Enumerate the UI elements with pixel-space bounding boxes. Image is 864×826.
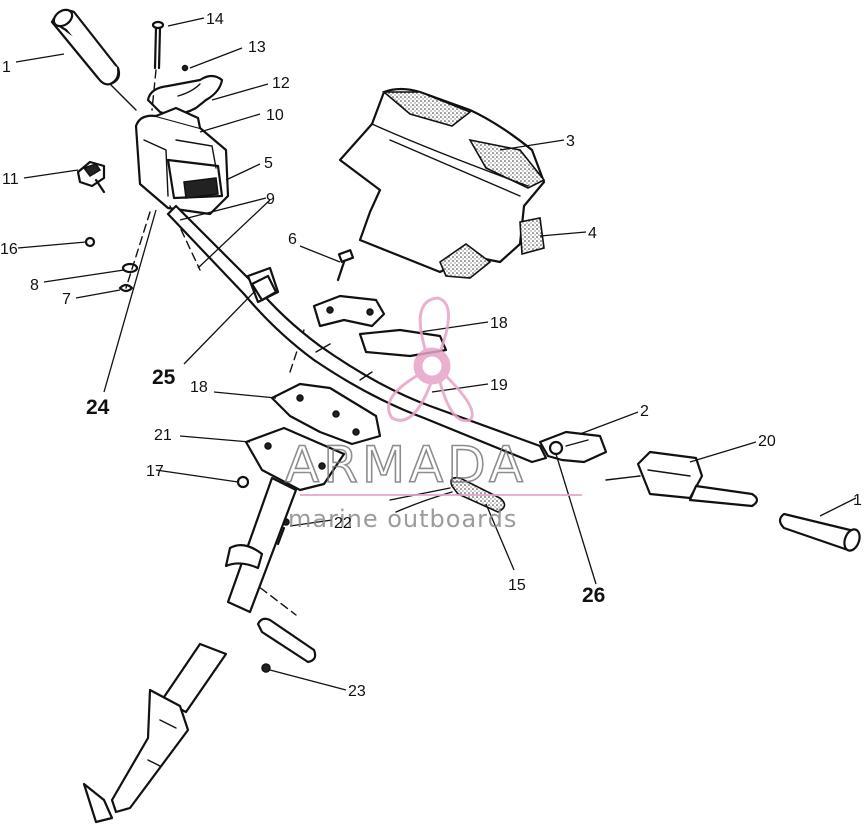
callout-13: 13 (248, 39, 266, 56)
callout-16: 16 (0, 241, 18, 258)
callout-1-left: 1 (2, 59, 11, 76)
callout-8: 8 (30, 277, 39, 294)
part-21-mounting-plate (244, 426, 346, 492)
part-2-end-fitting (538, 430, 608, 464)
part-1-right-grip (778, 512, 861, 552)
part-18-upper-bracket (312, 294, 448, 358)
callout-20: 20 (758, 433, 776, 450)
callout-17: 17 (146, 463, 164, 480)
part-13-washer (181, 64, 189, 72)
callout-3: 3 (566, 133, 575, 150)
part-6-bolt (336, 249, 355, 282)
callout-15: 15 (508, 577, 526, 594)
part-17-nut (236, 475, 250, 489)
part-19-tiller-tube (166, 204, 548, 464)
lower-tiller-shaft (82, 476, 298, 824)
part-25-clamp (250, 274, 278, 302)
watermark-title: ARMADA (285, 436, 527, 494)
part-12-lever (146, 74, 224, 116)
callout-19: 19 (490, 377, 508, 394)
callout-25: 25 (152, 366, 176, 389)
callout-5: 5 (264, 155, 273, 172)
callout-24: 24 (86, 396, 110, 419)
callout-10: 10 (266, 107, 284, 124)
part-11-kill-switch (76, 160, 106, 194)
callout-labels: 1 1 2 3 4 5 6 7 8 9 10 11 12 13 14 15 16… (0, 11, 862, 700)
part-23-sleeve (256, 617, 317, 673)
armada-watermark: ARMADA marine outboards (284, 296, 582, 533)
callout-18-lower: 18 (190, 379, 208, 396)
callout-18-upper: 18 (490, 315, 508, 332)
part-1-left-grip (50, 8, 137, 111)
callout-4: 4 (588, 225, 597, 242)
part-10-throttle-housing (134, 106, 230, 216)
part-16-nut (84, 236, 96, 248)
callout-23: 23 (348, 683, 366, 700)
leader-lines (15, 17, 857, 691)
watermark-subtitle: marine outboards (288, 505, 517, 533)
part-14-pin (151, 20, 165, 70)
callout-7: 7 (62, 291, 71, 308)
part-3-cowl (338, 87, 546, 274)
part-20-twist-housing (605, 450, 759, 508)
callout-1-right: 1 (853, 492, 862, 509)
callout-21: 21 (154, 427, 172, 444)
callout-12: 12 (272, 75, 290, 92)
callout-26: 26 (582, 584, 605, 607)
part-8-washer (121, 262, 139, 274)
callout-6: 6 (288, 231, 297, 248)
callout-22: 22 (334, 515, 352, 532)
callout-11: 11 (2, 171, 19, 188)
callout-14: 14 (206, 11, 224, 28)
part-4-bracket (439, 217, 545, 279)
callout-2: 2 (640, 403, 649, 420)
assembly-lines (125, 69, 305, 616)
callout-9: 9 (266, 191, 275, 208)
part-18-lower-bracket (270, 382, 382, 446)
propeller-logo-icon (387, 296, 474, 423)
